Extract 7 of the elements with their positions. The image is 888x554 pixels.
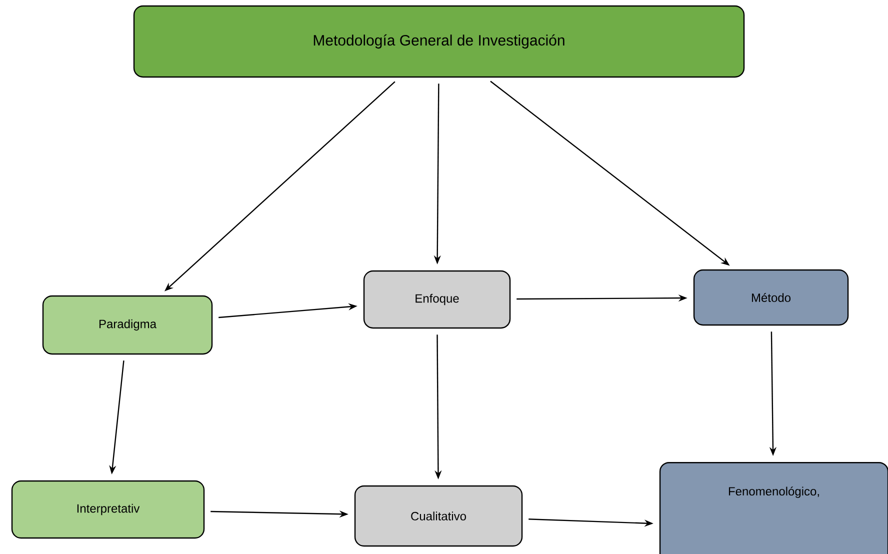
- process-box: Método: [693, 269, 849, 326]
- process-box: Enfoque: [363, 270, 511, 329]
- process-box: Fenomenológico,: [659, 462, 888, 554]
- process-box: Interpretativ: [11, 480, 205, 539]
- title-box: Metodología General de Investigación: [133, 5, 745, 78]
- process-box: Paradigma: [42, 295, 213, 355]
- process-box: Cualitativo: [354, 485, 523, 547]
